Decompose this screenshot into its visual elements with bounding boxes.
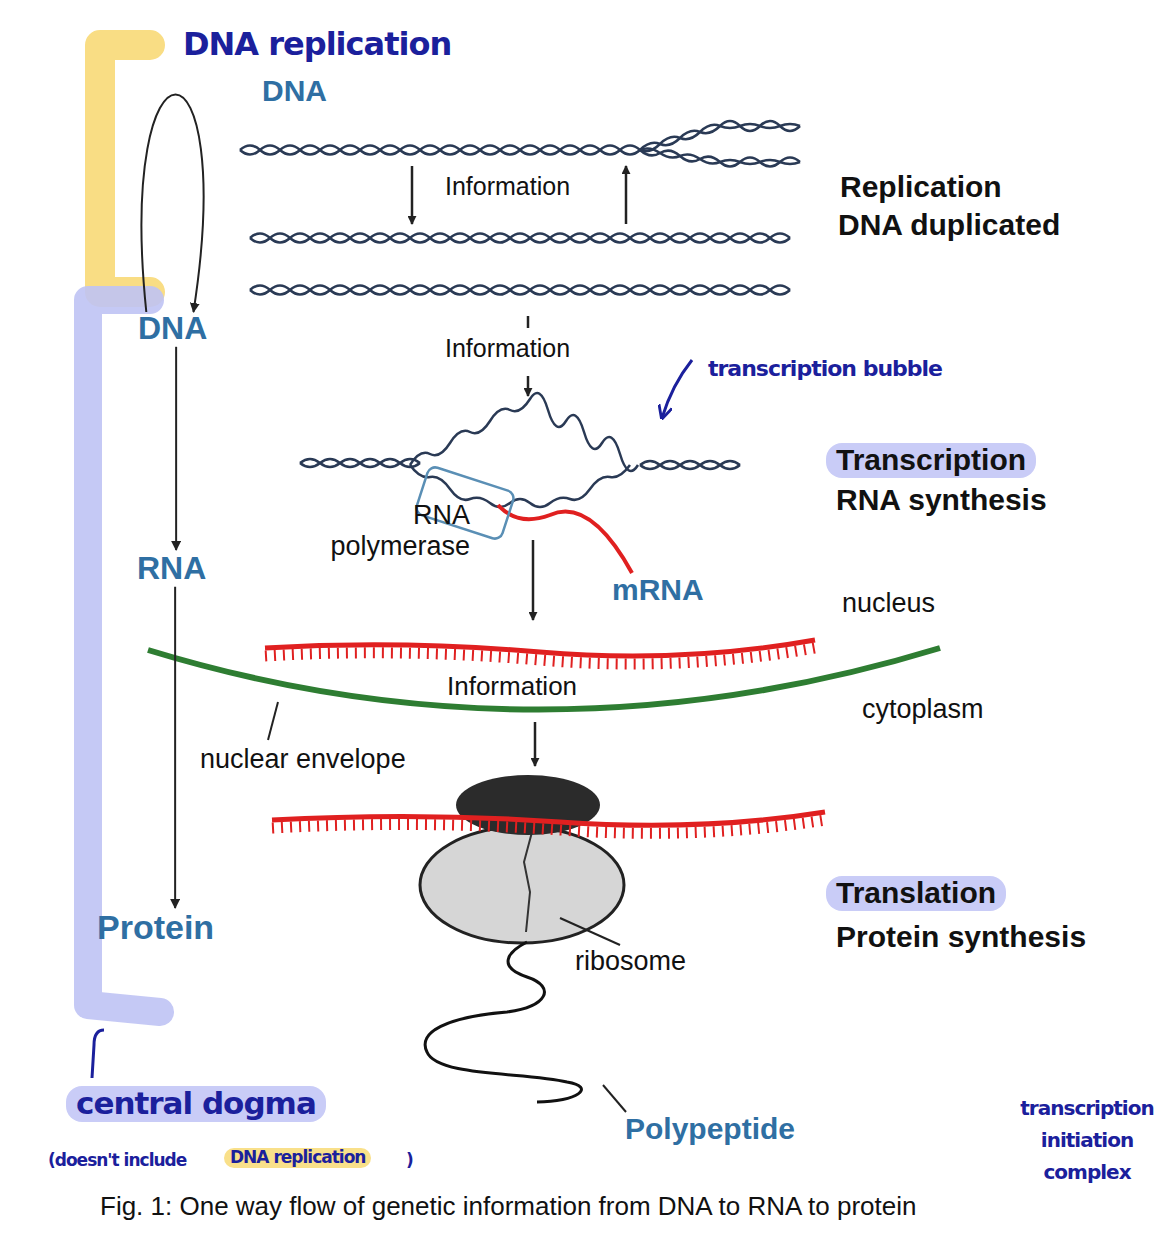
- helix-strand: [240, 146, 640, 155]
- text-label: DNA duplicated: [838, 208, 1060, 243]
- replication-bracket: [100, 45, 150, 292]
- helix-strand: [250, 286, 790, 295]
- text-label: nucleus: [842, 588, 935, 619]
- text-label: ribosome: [575, 946, 686, 977]
- text-label: transcription initiation complex: [1004, 1092, 1170, 1188]
- bubble-strand: [300, 459, 420, 467]
- text-label: DNA replication: [183, 26, 451, 63]
- central-dogma-bracket: [88, 300, 160, 1012]
- text-label: Information: [445, 334, 570, 363]
- nuclear-envelope: [148, 648, 940, 710]
- text-label: Protein synthesis: [836, 920, 1086, 955]
- text-label: Polypeptide: [625, 1112, 795, 1147]
- helix-strand: [250, 286, 790, 295]
- ribosome-large-subunit: [420, 827, 624, 943]
- text-label: Translation: [826, 876, 1006, 911]
- info-arrow: [527, 376, 530, 396]
- polypeptide-chain: [425, 942, 581, 1102]
- text-label: Transcription: [826, 443, 1036, 478]
- text-label: transcription bubble: [708, 356, 942, 381]
- bubble-strand: [640, 461, 740, 469]
- term-text: Protein: [97, 908, 214, 946]
- text-label: Information: [445, 172, 570, 201]
- helix-fork-strand: [640, 149, 800, 164]
- flow-arrow: [175, 347, 177, 550]
- bubble-strand: [300, 459, 420, 467]
- text-label: Replication: [840, 170, 1002, 205]
- helix-strand: [250, 234, 790, 243]
- info-arrow: [534, 722, 537, 766]
- text-label: DNA replication: [224, 1148, 371, 1168]
- text-label: RNA synthesis: [836, 483, 1047, 518]
- text-label: DNA: [262, 74, 327, 109]
- info-arrow: [411, 166, 414, 224]
- info-tick: [527, 316, 530, 328]
- text-label: mRNA: [612, 573, 704, 608]
- mrna-strand: [272, 812, 825, 825]
- dogma-term: Protein: [97, 908, 214, 947]
- dna-helix: [240, 121, 800, 507]
- dogma-term: RNA: [137, 550, 206, 587]
- bubble-top-strand: [410, 393, 638, 471]
- helix-fork-strand: [640, 124, 800, 151]
- term-text: DNA: [138, 310, 207, 346]
- ribosome-crack: [524, 832, 532, 932]
- leader-line: [603, 1085, 626, 1112]
- dogma-term: DNA: [138, 310, 207, 347]
- hand-arrow: [662, 360, 692, 418]
- hand-bracket: [92, 1030, 104, 1078]
- text-label: ): [406, 1151, 413, 1171]
- text-label: Information: [447, 672, 577, 702]
- text-label: nuclear envelope: [200, 744, 406, 775]
- info-arrow: [625, 166, 628, 224]
- info-arrow: [532, 540, 535, 620]
- mrna-strand: [265, 640, 815, 656]
- text-label: cytoplasm: [862, 694, 984, 725]
- flow-arrow: [142, 95, 204, 313]
- nascent-mrna: [498, 505, 632, 573]
- leader-line: [560, 918, 620, 945]
- bubble-strand: [640, 461, 740, 469]
- text-label: RNA polymerase: [292, 500, 470, 562]
- leader-line: [268, 702, 278, 740]
- term-text: RNA: [137, 550, 206, 586]
- helix-fork-strand: [640, 150, 800, 167]
- text-label: (doesn't include: [48, 1151, 186, 1171]
- helix-strand: [250, 234, 790, 243]
- figure-caption: Fig. 1: One way flow of genetic informat…: [100, 1192, 916, 1222]
- flow-arrow: [174, 587, 176, 908]
- helix-strand: [240, 146, 640, 155]
- text-label: central dogma: [66, 1086, 326, 1122]
